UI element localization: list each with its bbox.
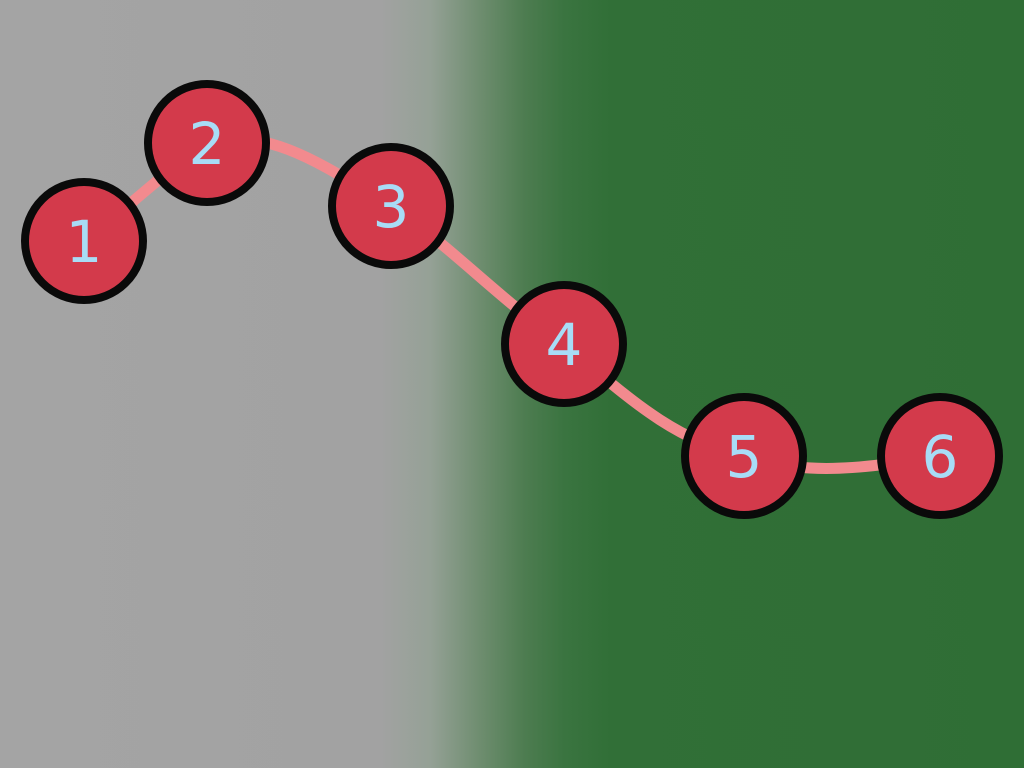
- node-2[interactable]: 2: [144, 80, 270, 206]
- node-4[interactable]: 4: [501, 281, 627, 407]
- node-3[interactable]: 3: [328, 143, 454, 269]
- node-5-label: 5: [726, 423, 763, 491]
- node-6[interactable]: 6: [877, 393, 1003, 519]
- node-6-label: 6: [922, 423, 959, 491]
- node-3-label: 3: [373, 173, 410, 241]
- node-1-label: 1: [66, 208, 103, 276]
- node-5[interactable]: 5: [681, 393, 807, 519]
- node-1[interactable]: 1: [21, 178, 147, 304]
- node-2-label: 2: [189, 110, 226, 178]
- node-4-label: 4: [546, 311, 583, 379]
